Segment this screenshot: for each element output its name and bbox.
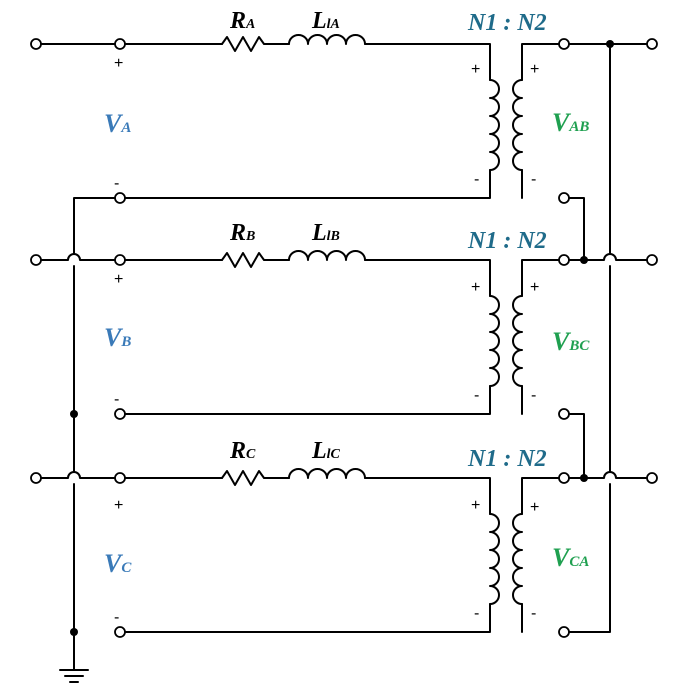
primary-c-minus: - [474,605,479,622]
terminal-vc-plus [114,472,126,484]
primary-coil-b [489,295,500,387]
terminal-c-in [30,472,42,484]
primary-a-plus: + [471,61,480,78]
vc-plus-sign: + [114,497,123,514]
secondary-coil-b [512,295,523,387]
resistor-b [221,252,290,268]
output-bus [563,40,614,633]
terminal-vbc-plus [558,254,570,266]
inductor-b-label: LlB [311,220,340,246]
phase-b [30,250,658,420]
terminal-a-out [646,38,658,50]
turns-ratio-c: N1 : N2 [467,446,547,472]
turns-ratio-b: N1 : N2 [467,228,547,254]
secondary-coil-a [512,79,523,171]
source-b-label: VB [104,323,131,352]
terminal-a-in [30,38,42,50]
primary-a-minus: - [474,171,479,188]
terminal-vb-plus [114,254,126,266]
secondary-coil-c [512,513,523,605]
resistor-b-label: RB [229,220,255,246]
inductor-a-label: LlA [311,8,340,34]
secondary-a-minus: - [531,171,536,188]
terminal-vb-minus [114,408,126,420]
vb-plus-sign: + [114,271,123,288]
turns-ratio-a: N1 : N2 [467,10,547,36]
resistor-a [221,36,290,52]
resistor-a-label: RA [229,8,255,34]
inductor-c-label: LlC [311,438,341,464]
resistor-c [221,470,290,486]
neutral-rail [70,197,121,671]
terminal-vc-minus [114,626,126,638]
secondary-c-plus: + [530,499,539,516]
terminal-vab-plus [558,38,570,50]
secondary-c-label: VCA [552,543,589,572]
inductor-a [288,34,366,45]
terminal-va-minus [114,192,126,204]
secondary-a-plus: + [530,61,539,78]
inductor-b [288,250,366,261]
terminal-vab-minus [558,192,570,204]
va-plus-sign: + [114,55,123,72]
terminal-vbc-minus [558,408,570,420]
terminal-vca-minus [558,626,570,638]
terminal-b-out [646,254,658,266]
primary-c-plus: + [471,497,480,514]
primary-b-plus: + [471,279,480,296]
vb-minus-sign: - [114,391,119,408]
primary-b-minus: - [474,387,479,404]
ground-symbol [59,669,89,683]
secondary-b-plus: + [530,279,539,296]
source-a-label: VA [104,109,131,138]
resistor-c-label: RC [229,438,256,464]
terminal-b-in [30,254,42,266]
source-c-label: VC [104,549,132,578]
secondary-c-minus: - [531,605,536,622]
phase-a [30,34,658,204]
terminal-vca-plus [558,472,570,484]
secondary-b-label: VBC [552,327,590,356]
phase-c [30,468,658,638]
primary-coil-c [489,513,500,605]
va-minus-sign: - [114,175,119,192]
vc-minus-sign: - [114,609,119,626]
secondary-b-minus: - [531,387,536,404]
terminal-c-out [646,472,658,484]
inductor-c [288,468,366,479]
terminal-va-plus [114,38,126,50]
primary-coil-a [489,79,500,171]
secondary-a-label: VAB [552,108,589,137]
